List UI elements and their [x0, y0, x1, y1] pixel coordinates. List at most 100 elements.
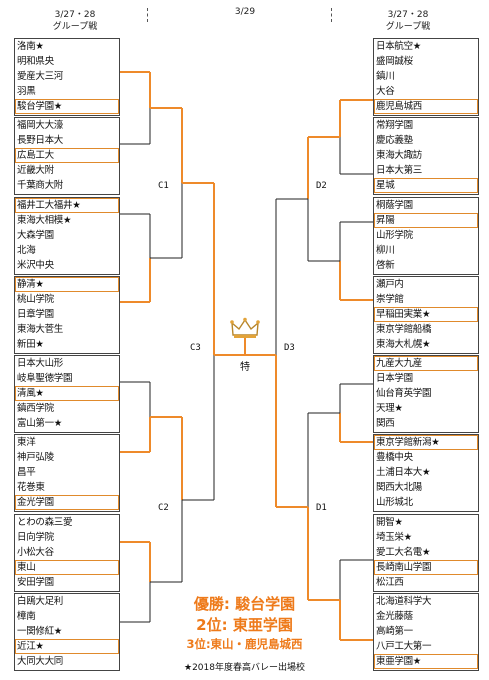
team-name: 八戸工大第一 [376, 641, 432, 652]
spring-qualifier-note: ★2018年度春高バレー出場校 [184, 663, 305, 673]
divider-left [147, 8, 148, 22]
team-name: 愛工大名電★ [376, 547, 431, 558]
advancing-team: 静清★ [15, 277, 119, 292]
team-name: 埼玉栄★ [376, 532, 412, 543]
left-date: 3/27・28 [54, 10, 96, 20]
team-name: 瀬戸内 [376, 279, 404, 290]
team-name: 日本学園 [376, 373, 413, 384]
team-name: 関西 [376, 418, 395, 429]
advancing-team: 昇陽 [374, 213, 478, 228]
right-group-6: 東京学館新潟★豊橋中央土浦日本大★関西大北陽山形城北 [373, 434, 479, 512]
left-group-8: 白鴎大足利樟南一関修紅★ 近江★ 大同大大同 [14, 593, 120, 671]
team-name: 崇学館 [376, 294, 404, 305]
right-subtitle: グループ戦 [385, 22, 431, 32]
advancing-team: 長崎南山学園 [374, 560, 478, 575]
team-name: とわの森三愛 [17, 517, 73, 528]
team-name: 豊橋中央 [376, 452, 413, 463]
team-name: 大森学園 [17, 230, 54, 241]
advancing-team: 鹿児島城西 [374, 99, 478, 114]
advancing-team: 駿台学園★ [15, 99, 119, 114]
team-name: 常翔学園 [376, 120, 413, 131]
team-name: 東海大札幌★ [376, 339, 431, 350]
team-name: 米沢中央 [17, 260, 54, 271]
team-name: 花巻東 [17, 482, 45, 493]
team-name: 日本航空★ [376, 41, 422, 52]
team-name: 新田★ [17, 339, 44, 350]
team-name: 土浦日本大★ [376, 467, 431, 478]
advancing-team: 九産大九産 [374, 356, 478, 371]
left-subtitle: グループ戦 [52, 22, 98, 32]
advancing-team: 星城 [374, 178, 478, 193]
third-place-text: 3位:東山・鹿児島城西 [186, 637, 303, 651]
final-label: 特 [240, 362, 250, 373]
team-name: 神戸弘陵 [17, 452, 54, 463]
runner-up-text: 2位: 東亜学園 [196, 616, 293, 634]
advancing-team: 早稲田実業★ [374, 307, 478, 322]
left-group-4: 静清★桃山学院日章学園東海大菅生新田★ [14, 276, 120, 354]
right-group-3: 桐蔭学園昇陽山形学院柳川啓新 [373, 197, 479, 275]
right-group-2: 常翔学園慶応義塾東海大諏訪日本大第三星城 [373, 117, 479, 195]
advancing-team: 近江★ [15, 639, 119, 654]
team-name: 天理★ [376, 403, 403, 414]
team-name: 山形学院 [376, 230, 413, 241]
team-name: 富山第一★ [17, 418, 63, 429]
team-name: 樟南 [17, 611, 36, 622]
team-name: 仙台育英学園 [376, 388, 432, 399]
round-label-d1: D1 [316, 503, 327, 513]
crown-icon [230, 317, 260, 338]
center-date: 3/29 [234, 7, 256, 17]
team-name: 明和県央 [17, 56, 54, 67]
team-name: 東海大諏訪 [376, 150, 423, 161]
advancing-team: 東京学館新潟★ [374, 435, 478, 450]
left-group-1: 洛南★ 明和県央愛産大三河羽黒駿台学園★ [14, 38, 120, 116]
right-group-7: 開智★埼玉栄★愛工大名電★長崎南山学園松江西 [373, 514, 479, 592]
round-label-c3: C3 [190, 343, 201, 353]
team-name: 東海大菅生 [17, 324, 64, 335]
advancing-team: 清風★ [15, 386, 119, 401]
advancing-team: 東山 [15, 560, 119, 575]
round-label-d3: D3 [284, 343, 295, 353]
team-name: 安田学園 [17, 577, 54, 588]
team-name: 柳川 [376, 245, 395, 256]
team-name: 日向学院 [17, 532, 54, 543]
left-group-2: 福岡大大濠長野日本大広島工大近畿大附千葉商大附 [14, 117, 120, 195]
round-label-c1: C1 [158, 181, 169, 191]
team-name: 鎮西学院 [17, 403, 54, 414]
team-name: 岐阜聖徳学園 [17, 373, 73, 384]
champion-text: 優勝: 駿台学園 [193, 595, 296, 613]
team-name: 千葉商大附 [17, 180, 64, 191]
team-name: 白鴎大足利 [17, 596, 64, 607]
team-name: 啓新 [376, 260, 395, 271]
team-name: 羽黒 [17, 86, 36, 97]
team-name: 一関修紅★ [17, 626, 63, 637]
team-name: 盛岡誠桜 [376, 56, 413, 67]
divider-right [331, 8, 332, 22]
team-name: 東海大相模★ [17, 215, 72, 226]
team-name: 小松大谷 [17, 547, 54, 558]
team-name: 関西大北陽 [376, 482, 423, 493]
team-name: 慶応義塾 [376, 135, 413, 146]
team-name: 桐蔭学園 [376, 200, 413, 211]
left-group-5: 日本大山形岐阜聖徳学園清風★ 鎮西学院富山第一★ [14, 355, 120, 433]
left-group-6: 東洋神戸弘陵昌平花巻東金光学園 [14, 434, 120, 512]
team-name: 福岡大大濠 [17, 120, 64, 131]
advancing-team: 東亜学園★ [374, 654, 478, 669]
team-name: 近畿大附 [17, 165, 54, 176]
team-name: 日本大第三 [376, 165, 423, 176]
team-name: 洛南★ [17, 41, 44, 52]
team-name: 日本大山形 [17, 358, 64, 369]
right-group-1: 日本航空★盛岡誠桜鎮川大谷鹿児島城西 [373, 38, 479, 116]
team-name: 北海 [17, 245, 36, 256]
team-name: 北海道科学大 [376, 596, 432, 607]
left-group-3: 福井工大福井★ 東海大相模★ 大森学園北海米沢中央 [14, 197, 120, 275]
team-name: 日章学園 [17, 309, 54, 320]
team-name: 東京学館船橋 [376, 324, 432, 335]
left-group-7: とわの森三愛日向学院小松大谷東山安田学園 [14, 514, 120, 592]
team-name: 鎮川 [376, 71, 395, 82]
advancing-team: 福井工大福井★ [15, 198, 119, 213]
team-name: 大同大大同 [17, 656, 64, 667]
team-name: 東洋 [17, 437, 36, 448]
round-label-c2: C2 [158, 503, 169, 513]
team-name: 愛産大三河 [17, 71, 64, 82]
